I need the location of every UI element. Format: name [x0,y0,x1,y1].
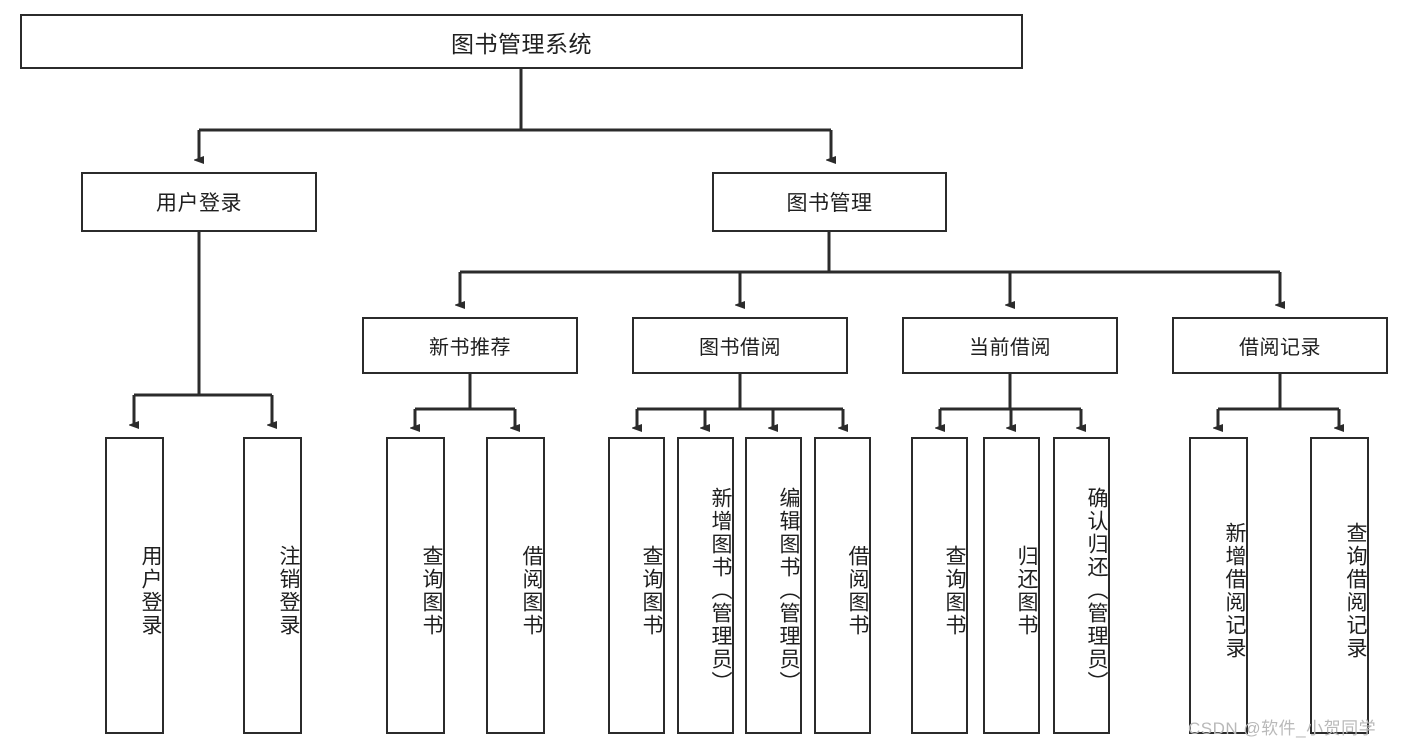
leaf-query-book-2[interactable]: 查询图书 [608,437,665,734]
leaf-borrow-book-2[interactable]: 借阅图书 [814,437,871,734]
leaf-return-book[interactable]: 归还图书 [983,437,1040,734]
node-label: 新增借阅记录 [1223,521,1246,660]
node-label: 用户登录 [139,544,162,637]
leaf-user-logout[interactable]: 注销登录 [243,437,302,734]
edge-group-new-book-recommend [415,374,515,428]
node-root-system[interactable]: 图书管理系统 [20,14,1023,69]
node-label: 图书管理系统 [451,30,592,57]
node-label: 归还图书 [1015,544,1038,637]
node-label: 当前借阅 [969,337,1051,359]
node-borrow-record[interactable]: 借阅记录 [1172,317,1388,374]
edge-group-book-management [460,232,1280,305]
node-label: 注销登录 [277,544,300,637]
node-label: 编辑图书（管理员） [777,487,800,694]
node-label: 借阅记录 [1239,337,1321,359]
node-book-borrow[interactable]: 图书借阅 [632,317,848,374]
edge-group-user-login [134,232,272,425]
edge-group-book-borrow [637,374,843,428]
node-current-borrow[interactable]: 当前借阅 [902,317,1118,374]
node-label: 用户登录 [156,192,242,215]
leaf-query-book-3[interactable]: 查询图书 [911,437,968,734]
node-label: 查询图书 [420,544,443,637]
node-label: 查询图书 [943,544,966,637]
leaf-edit-book[interactable]: 编辑图书（管理员） [745,437,802,734]
node-label: 新增图书（管理员） [709,487,732,694]
leaf-add-record[interactable]: 新增借阅记录 [1189,437,1248,734]
node-label: 图书借阅 [699,337,781,359]
node-label: 图书管理 [786,192,873,215]
csdn-watermark: CSDN @软件_小贺同学 [1188,719,1377,738]
node-new-book-recommend[interactable]: 新书推荐 [362,317,578,374]
leaf-user-login[interactable]: 用户登录 [105,437,164,734]
leaf-query-record[interactable]: 查询借阅记录 [1310,437,1369,734]
edge-group-current-borrow [940,374,1081,428]
node-user-login[interactable]: 用户登录 [81,172,317,232]
node-label: 借阅图书 [846,544,869,637]
edge-group-root [199,69,831,160]
leaf-query-book-1[interactable]: 查询图书 [386,437,445,734]
node-label: 确认归还（管理员） [1085,487,1108,694]
node-label: 新书推荐 [429,337,511,359]
leaf-confirm-return[interactable]: 确认归还（管理员） [1053,437,1110,734]
edge-group-borrow-record [1218,374,1339,428]
node-label: 查询借阅记录 [1344,521,1367,660]
leaf-borrow-book-1[interactable]: 借阅图书 [486,437,545,734]
node-label: 查询图书 [640,544,663,637]
leaf-add-book[interactable]: 新增图书（管理员） [677,437,734,734]
node-book-management[interactable]: 图书管理 [712,172,947,232]
node-label: 借阅图书 [520,544,543,637]
